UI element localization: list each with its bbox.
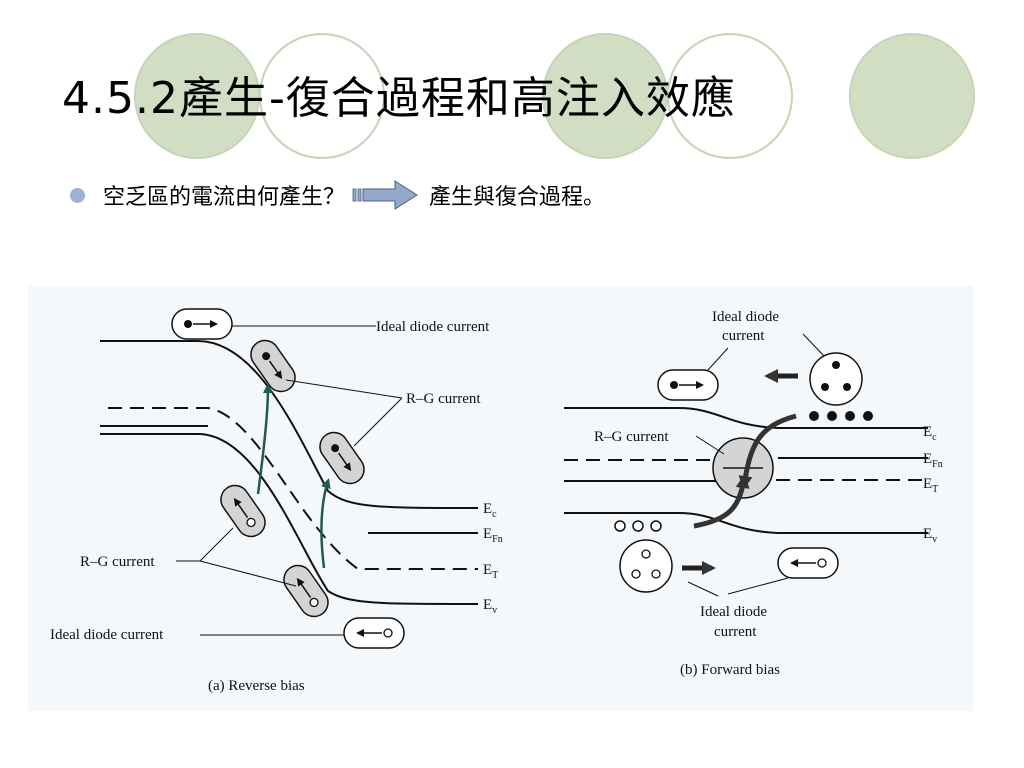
label-rev-et: ET <box>483 562 498 581</box>
label-rg-right: R–G current <box>406 391 481 407</box>
bullet-question: 空乏區的電流由何產生？ <box>103 185 346 210</box>
ideal-capsule-forward-top <box>657 369 719 401</box>
label-rev-ec: Ec <box>483 501 497 520</box>
right-arrow-icon <box>352 180 418 210</box>
ideal-capsule-bottom <box>343 617 405 649</box>
electron-cluster <box>809 352 873 421</box>
reverse-valence-band <box>100 433 479 605</box>
reverse-intrinsic-trap-level <box>108 407 478 570</box>
leader-fwd-ideal-top-2 <box>802 333 825 357</box>
label-fwd-rg: R–G current <box>594 429 669 445</box>
leader-fwd-ideal-bottom-2 <box>727 577 789 595</box>
leader-rg-right-2 <box>353 397 403 447</box>
rg-capsule-top <box>250 339 296 393</box>
leader-rg-right-1 <box>285 379 403 399</box>
label-fwd-ideal-bottom-2: current <box>714 624 757 640</box>
deco-circle-outline-2 <box>667 33 793 159</box>
label-fwd-ideal-top-2: current <box>722 328 765 344</box>
band-diagram-svg: Ideal diode current R–G current R–G curr… <box>50 308 943 694</box>
bullet-dot-icon <box>70 187 85 203</box>
label-rev-efn: EFn <box>483 526 503 545</box>
leader-rg-left-1 <box>199 527 234 562</box>
rg-center-circle <box>712 437 774 499</box>
ideal-capsule-top <box>171 308 233 340</box>
label-ideal-top: Ideal diode current <box>376 319 490 335</box>
label-fwd-ec: Ec <box>923 424 937 443</box>
label-fwd-ideal-bottom-1: Ideal diode <box>700 604 767 620</box>
label-fwd-efn: EFn <box>923 451 943 470</box>
deco-circle-outline-1 <box>259 33 385 159</box>
hole-cluster <box>614 520 673 593</box>
caption-reverse-bias: (a) Reverse bias <box>208 678 305 694</box>
caption-forward-bias: (b) Forward bias <box>680 662 780 678</box>
rg-green-arrow-1 <box>256 383 273 495</box>
leader-fwd-ideal-top <box>707 347 729 371</box>
decorative-circles <box>134 33 975 159</box>
rg-green-arrow-2 <box>320 478 331 569</box>
forward-valence-band <box>564 512 928 534</box>
label-rev-ev: Ev <box>483 597 497 616</box>
label-fwd-et: ET <box>923 476 938 495</box>
rg-capsule-bottom <box>283 564 329 618</box>
ideal-capsule-forward-bottom <box>777 547 839 579</box>
reverse-bias-diagram: Ideal diode current R–G current R–G curr… <box>50 308 503 694</box>
rg-capsule-mid <box>319 431 365 485</box>
bullet-answer: 產生與復合過程。 <box>429 185 606 210</box>
label-fwd-ev: Ev <box>923 526 937 545</box>
rg-black-arrow-down <box>738 413 797 490</box>
slide-title: 4.5.2產生-復合過程和高注入效應 <box>62 73 736 124</box>
leader-fwd-rg <box>695 435 725 455</box>
label-ideal-bottom: Ideal diode current <box>50 627 164 643</box>
bullet-row: 空乏區的電流由何產生？ 產生與復合過程。 <box>70 178 605 212</box>
band-diagram-figure: Ideal diode current R–G current R–G curr… <box>28 286 973 711</box>
deco-circle-filled-3 <box>849 33 975 159</box>
rg-capsule-left <box>220 484 266 538</box>
leader-fwd-ideal-bottom <box>687 581 719 597</box>
label-fwd-ideal-top-1: Ideal diode <box>712 309 779 325</box>
rg-black-arrow-up <box>693 474 750 529</box>
leader-rg-left-2 <box>199 560 297 587</box>
forward-bias-diagram: Ideal diode current R–G current Ideal di… <box>564 309 943 678</box>
label-rg-left: R–G current <box>80 554 155 570</box>
forward-conduction-band <box>564 407 928 429</box>
